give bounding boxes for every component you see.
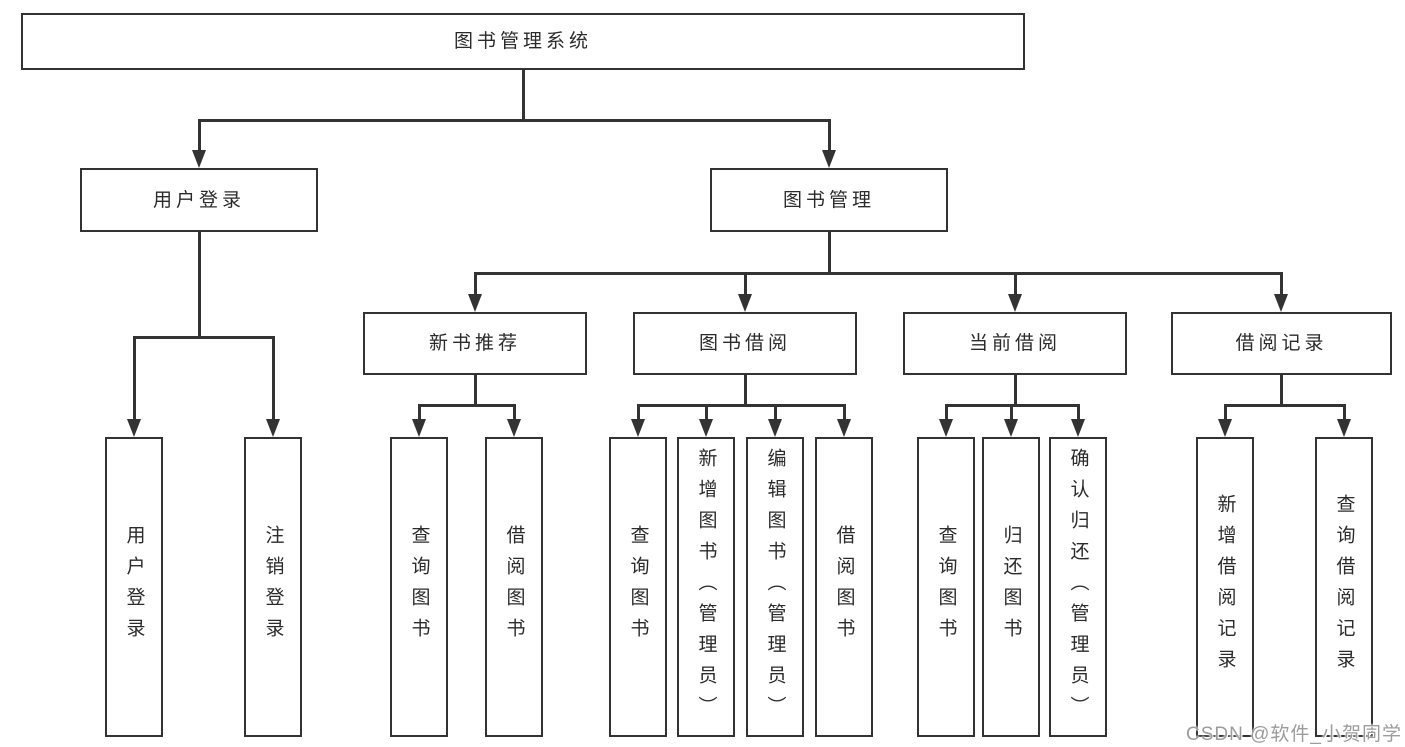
node-leaf-add-borrow-record: 新增借阅记录: [1196, 437, 1254, 737]
connector-line: [946, 404, 1079, 407]
node-leaf-return-books: 归还图书: [982, 437, 1040, 737]
connector-line: [945, 404, 948, 421]
arrowhead-down: [939, 419, 953, 437]
arrowhead-down: [192, 150, 206, 168]
node-root-label: 图书管理系统: [453, 31, 592, 52]
arrowhead-down: [412, 419, 426, 437]
connector-line: [843, 404, 846, 421]
connector-line: [774, 404, 777, 421]
connector-line: [199, 119, 830, 122]
connector-line: [1014, 375, 1017, 406]
connector-line: [198, 119, 201, 152]
node-leaf-user-login: 用户登录: [105, 437, 163, 737]
node-leaf-borrow-books-recommend: 借阅图书: [485, 437, 543, 737]
node-current-borrowing-label: 当前借阅: [968, 333, 1061, 354]
node-leaf-add-books-admin: 新增图书（管理员）: [677, 437, 735, 737]
arrowhead-down: [822, 150, 836, 168]
node-new-book-recommend-label: 新书推荐: [428, 333, 521, 354]
connector-line: [1343, 404, 1346, 421]
connector-line: [419, 404, 515, 407]
arrowhead-down: [127, 419, 141, 437]
node-leaf-add-books-admin-label: 新增图书（管理员）: [695, 447, 717, 727]
arrowhead-down: [738, 294, 752, 312]
arrowhead-down: [1274, 294, 1288, 312]
connector-line: [1014, 272, 1017, 296]
connector-line: [705, 404, 708, 421]
connector-line: [133, 336, 136, 421]
connector-line: [828, 232, 831, 274]
connector-line: [418, 404, 421, 421]
node-leaf-edit-books-admin: 编辑图书（管理员）: [746, 437, 804, 737]
connector-line: [522, 70, 525, 121]
connector-line: [1225, 404, 1345, 407]
node-leaf-query-books-recommend-label: 查询图书: [408, 525, 430, 649]
connector-line: [744, 375, 747, 406]
connector-line: [134, 336, 274, 339]
connector-line: [1280, 375, 1283, 406]
arrowhead-down: [1004, 419, 1018, 437]
node-leaf-borrow-books-label: 借阅图书: [833, 525, 855, 649]
node-root: 图书管理系统: [21, 13, 1025, 70]
arrowhead-down: [1337, 419, 1351, 437]
node-leaf-logout-label: 注销登录: [262, 525, 284, 649]
connector-line: [638, 404, 845, 407]
arrowhead-down: [837, 419, 851, 437]
connector-line: [474, 375, 477, 406]
connector-line: [744, 272, 747, 296]
node-leaf-add-borrow-record-label: 新增借阅记录: [1214, 494, 1236, 680]
node-leaf-borrow-books: 借阅图书: [815, 437, 873, 737]
arrowhead-down: [768, 419, 782, 437]
node-leaf-confirm-return-admin-label: 确认归还（管理员）: [1067, 447, 1089, 727]
watermark: CSDN @软件_小贺同学: [1186, 724, 1402, 745]
connector-line: [828, 119, 831, 152]
node-leaf-query-books-recommend: 查询图书: [390, 437, 448, 737]
connector-line: [1077, 404, 1080, 421]
arrowhead-down: [631, 419, 645, 437]
node-leaf-edit-books-admin-label: 编辑图书（管理员）: [764, 447, 786, 727]
connector-line: [637, 404, 640, 421]
node-leaf-logout: 注销登录: [244, 437, 302, 737]
arrowhead-down: [1218, 419, 1232, 437]
node-user-login-label: 用户登录: [152, 189, 245, 211]
node-leaf-query-books-borrow: 查询图书: [609, 437, 667, 737]
connector-line: [1224, 404, 1227, 421]
node-leaf-query-books-current-label: 查询图书: [935, 525, 957, 649]
node-leaf-confirm-return-admin: 确认归还（管理员）: [1049, 437, 1107, 737]
arrowhead-down: [699, 419, 713, 437]
connector-line: [1010, 404, 1013, 421]
connector-line: [513, 404, 516, 421]
node-leaf-return-books-label: 归还图书: [1000, 525, 1022, 649]
node-user-login: 用户登录: [80, 168, 318, 232]
connector-line: [272, 336, 275, 421]
node-book-management-label: 图书管理: [782, 189, 875, 211]
arrowhead-down: [507, 419, 521, 437]
node-leaf-query-borrow-record-label: 查询借阅记录: [1333, 494, 1355, 680]
node-leaf-borrow-books-recommend-label: 借阅图书: [503, 525, 525, 649]
connector-line: [475, 272, 1283, 275]
connector-line: [198, 232, 201, 338]
node-borrowing-records: 借阅记录: [1171, 312, 1392, 375]
node-borrowing-records-label: 借阅记录: [1235, 333, 1328, 354]
node-book-borrowing: 图书借阅: [633, 312, 857, 375]
arrowhead-down: [266, 419, 280, 437]
connector-line: [474, 272, 477, 296]
node-leaf-user-login-label: 用户登录: [123, 525, 145, 649]
node-leaf-query-borrow-record: 查询借阅记录: [1315, 437, 1373, 737]
arrowhead-down: [1071, 419, 1085, 437]
node-leaf-query-books-current: 查询图书: [917, 437, 975, 737]
node-book-borrowing-label: 图书借阅: [698, 333, 791, 354]
node-leaf-query-books-borrow-label: 查询图书: [627, 525, 649, 649]
node-current-borrowing: 当前借阅: [903, 312, 1127, 375]
node-book-management: 图书管理: [710, 168, 948, 232]
arrowhead-down: [468, 294, 482, 312]
arrowhead-down: [1008, 294, 1022, 312]
connector-line: [1280, 272, 1283, 296]
node-new-book-recommend: 新书推荐: [363, 312, 587, 375]
